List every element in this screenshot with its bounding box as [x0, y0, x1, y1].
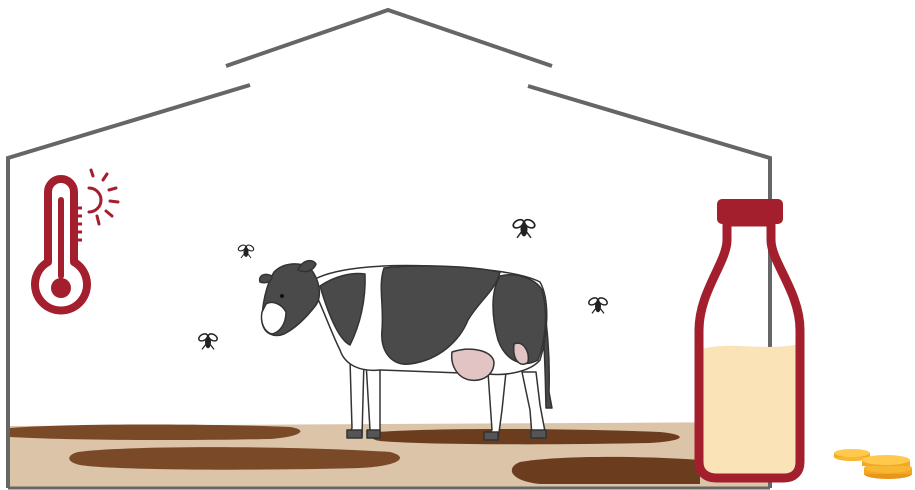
fly-icon: [237, 244, 254, 258]
coins-icon: [834, 449, 912, 479]
thermometer-icon: [35, 179, 87, 311]
fly-icon: [198, 332, 219, 349]
barn-icon: [8, 10, 770, 488]
mud-puddle: [371, 429, 680, 444]
milk-fill: [699, 344, 800, 478]
mud-puddle: [69, 447, 400, 470]
barn-roof: [226, 10, 552, 66]
sun-icon: [89, 170, 118, 224]
cow-icon: [260, 261, 552, 440]
bottle-cap: [717, 199, 783, 224]
mud-puddle: [10, 424, 300, 440]
mud-puddle: [512, 457, 700, 484]
milk-bottle-icon: [699, 199, 800, 478]
fly-icon: [588, 296, 609, 313]
fly-icon: [512, 218, 536, 238]
